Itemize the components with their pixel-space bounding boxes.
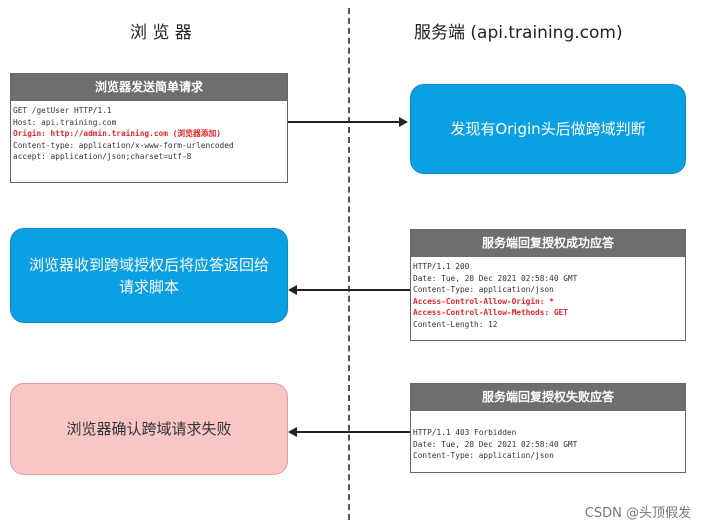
arrow-success-to-browser xyxy=(288,285,410,295)
column-divider xyxy=(348,8,350,520)
fail-line: Content-Type: application/json xyxy=(413,451,554,460)
fail-line: HTTP/1.1 403 Forbidden xyxy=(413,428,517,437)
browser-success-text: 浏览器收到跨域授权后将应答返回给请求脚本 xyxy=(28,255,269,296)
browser-fail-box: 浏览器确认跨域请求失败 xyxy=(10,383,288,475)
request-line: accept: application/json;charset=utf-8 xyxy=(13,152,192,161)
watermark: CSDN @头顶假发 xyxy=(584,506,691,521)
success-line: Date: Tue, 28 Dec 2021 02:58:40 GMT xyxy=(413,273,578,283)
success-line: Content-Type: application/json xyxy=(413,285,554,294)
browser-column-title: 浏 览 器 xyxy=(130,23,192,43)
request-header: 浏览器发送简单请求 xyxy=(11,74,287,101)
fail-line: Date: Tue, 28 Dec 2021 02:58:40 GMT xyxy=(413,439,578,449)
request-origin-line: Origin: http://admin.training.com (浏览器添加… xyxy=(13,129,221,138)
success-acam-line: Access-Control-Allow-Methods: GET xyxy=(413,308,568,317)
success-acao-line: Access-Control-Allow-Origin: * xyxy=(413,296,554,306)
success-header: 服务端回复授权成功应答 xyxy=(411,230,685,257)
arrow-request-to-server xyxy=(288,117,408,127)
success-line: Content-Length: 12 xyxy=(413,319,498,329)
browser-success-box: 浏览器收到跨域授权后将应答返回给请求脚本 xyxy=(10,228,288,323)
server-column-title: 服务端 (api.training.com) xyxy=(414,23,623,43)
arrow-fail-to-browser xyxy=(288,427,410,437)
server-check-text: 发现有Origin头后做跨域判断 xyxy=(450,120,646,138)
request-line: Content-type: application/x-www-form-url… xyxy=(13,140,234,150)
fail-header: 服务端回复授权失败应答 xyxy=(411,384,685,411)
request-line: Host: api.training.com xyxy=(13,117,117,127)
success-line: HTTP/1.1 200 xyxy=(413,262,470,271)
request-line: GET /getUser HTTP/1.1 xyxy=(13,106,112,115)
browser-fail-text: 浏览器确认跨域请求失败 xyxy=(66,420,232,438)
server-check-box: 发现有Origin头后做跨域判断 xyxy=(410,84,686,174)
